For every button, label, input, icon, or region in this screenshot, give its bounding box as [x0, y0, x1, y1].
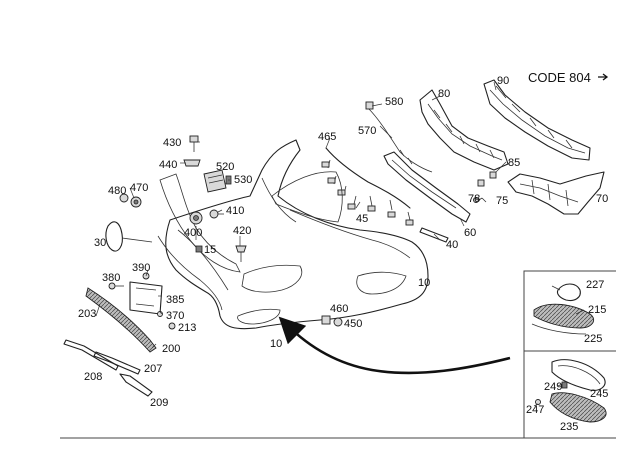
screw-410	[209, 209, 224, 219]
label-10-bottom: 10	[270, 338, 282, 350]
label-370: 370	[166, 310, 184, 322]
label-480: 480	[108, 185, 126, 197]
label-227: 227	[586, 279, 604, 291]
label-78: 78	[468, 193, 480, 205]
label-390: 390	[132, 262, 150, 274]
label-570: 570	[358, 125, 376, 137]
label-45: 45	[356, 213, 368, 225]
strip-40	[419, 227, 449, 243]
trim-209	[119, 373, 153, 397]
strip-60	[383, 151, 471, 223]
inset-top-parts	[531, 283, 594, 335]
label-213: 213	[178, 322, 196, 334]
label-200: 200	[162, 343, 180, 355]
code-label: CODE 804	[528, 70, 591, 85]
code-arrow-icon	[598, 73, 609, 81]
label-60: 60	[464, 227, 476, 239]
leader-lines	[95, 81, 585, 407]
bracket-440	[183, 159, 201, 167]
screw-380	[108, 282, 124, 290]
label-225: 225	[584, 333, 602, 345]
clip-15	[195, 245, 203, 253]
label-85: 85	[508, 157, 520, 169]
label-209: 209	[150, 397, 168, 409]
sensor-480-470	[119, 193, 142, 208]
label-580: 580	[385, 96, 403, 108]
wiring-harness-45	[321, 147, 414, 226]
nut-450	[333, 317, 343, 327]
clip-213	[168, 322, 176, 330]
label-450: 450	[344, 318, 362, 330]
callout-arrow	[278, 316, 511, 375]
bracket-460	[321, 315, 331, 325]
trim-207	[93, 351, 141, 375]
part-labels: 90 80 580 570 465 430 440 520 530 480 47…	[78, 75, 608, 433]
label-207: 207	[144, 363, 162, 375]
screw-247	[535, 399, 541, 405]
label-385: 385	[166, 294, 184, 306]
screw-420	[235, 245, 247, 262]
inset-frame	[523, 270, 616, 438]
label-465: 465	[318, 131, 336, 143]
trim-208	[63, 339, 119, 371]
label-15: 15	[204, 244, 216, 256]
label-90: 90	[497, 75, 509, 87]
grille-200	[85, 287, 157, 353]
support-70	[507, 171, 605, 215]
label-430: 430	[163, 137, 181, 149]
label-530: 530	[234, 174, 252, 186]
cable-570	[365, 101, 433, 173]
label-70: 70	[596, 193, 608, 205]
bumper-cover-10	[157, 139, 429, 330]
clip-249	[561, 381, 568, 389]
screw-370	[157, 311, 163, 317]
label-203: 203	[78, 308, 96, 320]
bolt-430	[189, 135, 199, 152]
label-440: 440	[159, 159, 177, 171]
label-247: 247	[526, 404, 544, 416]
label-460: 460	[330, 303, 348, 315]
label-420: 420	[233, 225, 251, 237]
label-30: 30	[94, 237, 106, 249]
label-208: 208	[84, 371, 102, 383]
label-40: 40	[446, 239, 458, 251]
label-235: 235	[560, 421, 578, 433]
label-400: 400	[184, 227, 202, 239]
label-215: 215	[588, 304, 606, 316]
label-249: 249	[544, 381, 562, 393]
clip-400	[189, 211, 203, 225]
label-520: 520	[216, 161, 234, 173]
label-410: 410	[226, 205, 244, 217]
label-470: 470	[130, 182, 148, 194]
inset-bottom-parts	[535, 359, 607, 423]
label-75: 75	[496, 195, 508, 207]
label-10-top: 10	[418, 277, 430, 289]
label-245: 245	[590, 388, 608, 400]
frame-80	[419, 89, 509, 171]
label-80: 80	[438, 88, 450, 100]
beam-90	[483, 79, 591, 161]
license-plate-385	[129, 281, 163, 315]
cover-30	[105, 221, 153, 252]
label-380: 380	[102, 272, 120, 284]
module-520	[203, 169, 227, 193]
